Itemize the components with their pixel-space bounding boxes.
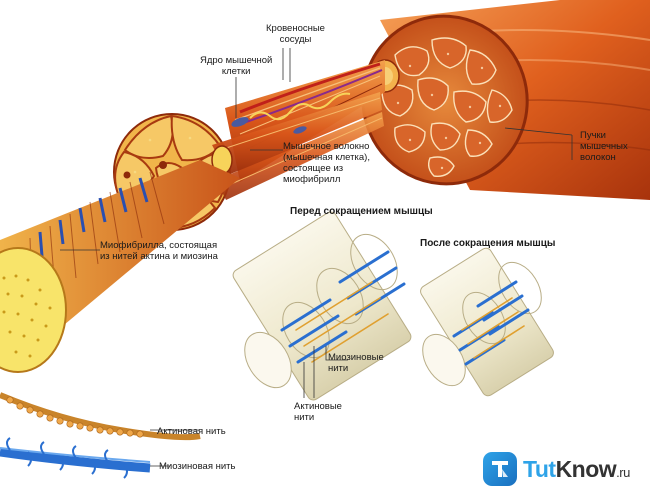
tutknow-logo-icon: [483, 452, 517, 486]
label-leader-lines: [60, 48, 573, 251]
brand-name: TutKnow.ru: [523, 456, 630, 483]
brand-know: Know: [555, 456, 617, 482]
actin-thread-illustration: [0, 392, 201, 441]
sarcomere-before-contraction: [232, 211, 412, 401]
myosin-thread-illustration: [0, 437, 170, 479]
after-contraction-heading: После сокращения мышцы: [420, 238, 556, 249]
muscle-fiber-label: Мышечное волокно (мышечная клетка), сост…: [283, 141, 370, 185]
nucleus-label: Ядро мышечной клетки: [200, 55, 273, 77]
brand-domain: .ru: [616, 465, 630, 480]
muscle-fiber-tubes: [211, 92, 384, 200]
brand-tut: Tut: [523, 456, 556, 482]
blood-vessels-label: Кровеносные сосуды: [266, 23, 325, 45]
actin-thread-label: Актиновая нить: [157, 426, 226, 437]
myosin-thread-label: Миозиновая нить: [159, 461, 236, 472]
before-contraction-heading: Перед сокращением мышцы: [290, 206, 433, 217]
fiber-bundles-label: Пучки мышечных волокон: [580, 130, 628, 163]
tutknow-watermark: TutKnow.ru: [483, 452, 643, 492]
myofibril-label: Миофибрилла, состоящая из нитей актина и…: [100, 240, 218, 262]
myofibril: [0, 160, 240, 373]
actin-filaments-label: Актиновые нити: [294, 401, 342, 423]
myosin-filaments-label: Миозиновые нити: [328, 352, 384, 374]
sarcomere-after-contraction: [420, 247, 554, 397]
muscle-cross-section: [361, 14, 529, 186]
